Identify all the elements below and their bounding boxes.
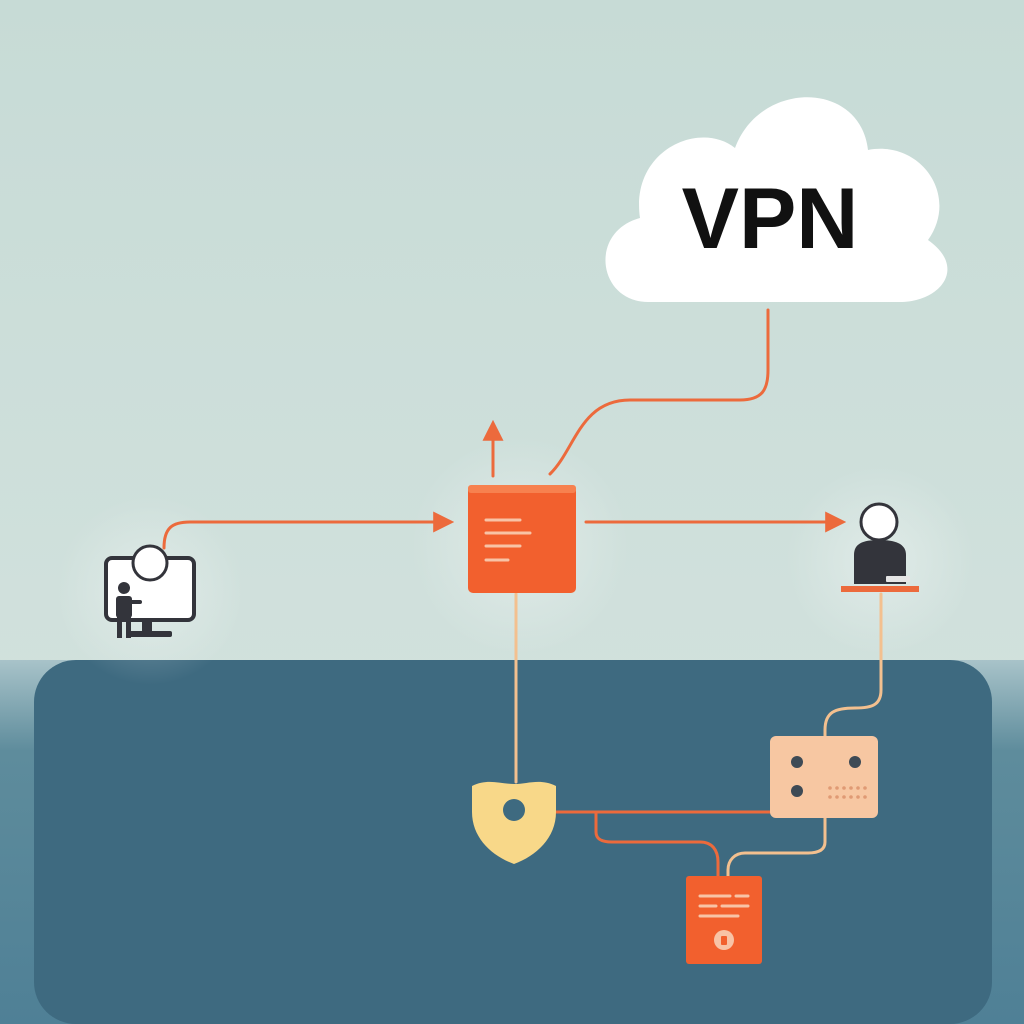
cloud-label: VPN: [682, 171, 859, 267]
connector-router-to-fileserver: [726, 816, 827, 878]
router-ports: [791, 756, 861, 797]
connector-employee-to-router: [823, 592, 883, 738]
document-lines: [484, 518, 532, 562]
connector-computer-to-gateway: [162, 511, 455, 550]
server-document-icon: [468, 485, 576, 593]
user-avatar-icon: [131, 544, 169, 582]
router-icon: [770, 736, 878, 818]
network-router: [770, 736, 878, 818]
router-vents: [828, 786, 867, 799]
connectors: [162, 308, 883, 878]
employee-head-icon: [859, 502, 899, 542]
security-shield: [472, 781, 556, 864]
locked-server-icon: [686, 876, 762, 964]
vpn-gateway-server: [468, 485, 576, 593]
connector-shield-to-fileserver: [594, 810, 720, 878]
presenter-figure-icon: [116, 582, 142, 638]
monitor-base: [128, 631, 172, 637]
shield-icon: [472, 781, 556, 864]
employee-body-icon: [854, 540, 906, 584]
laptop-icon: [886, 576, 910, 582]
monitor-stand: [142, 620, 152, 632]
desk-icon: [841, 586, 919, 592]
cloud-icon: [605, 97, 948, 302]
file-lines: [698, 894, 750, 918]
shield-lock-icon: [503, 799, 525, 821]
secure-file-server: [686, 876, 762, 964]
vpn-cloud: VPN: [605, 97, 948, 302]
connector-gateway-to-cloud: [548, 308, 770, 476]
remote-user-computer: [104, 544, 196, 638]
remote-employee: [841, 502, 919, 592]
